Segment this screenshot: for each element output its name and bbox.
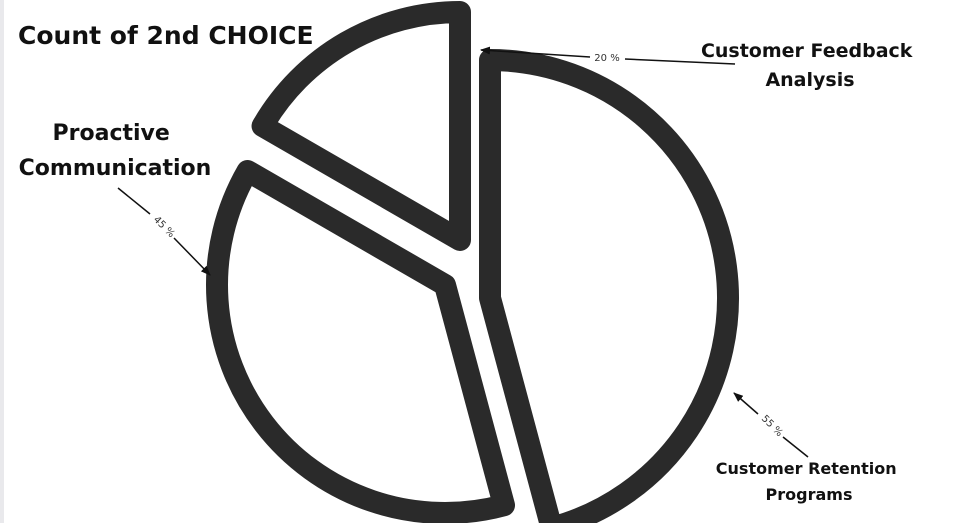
value-label-customer-feedback-analysis: 20 % <box>594 53 619 64</box>
leader-line-customer-retention-programs <box>782 436 809 458</box>
slice-customer-retention-programs <box>479 49 739 527</box>
leader-arrow-customer-retention-programs <box>733 392 759 415</box>
value-label-customer-retention-programs: 55 % <box>759 413 785 439</box>
leader-arrow-proactive-communication <box>173 237 211 276</box>
slice-proactive-communication <box>206 160 516 524</box>
value-label-proactive-communication: 45 % <box>151 214 177 240</box>
pie-slices <box>206 1 739 527</box>
slice-label-customer-feedback-analysis: Customer Feedback Analysis <box>701 40 919 91</box>
leader-line-proactive-communication <box>117 187 151 215</box>
slice-label-customer-retention-programs: Customer Retention Programs <box>716 459 902 504</box>
left-edge-rule <box>0 0 4 523</box>
slice-label-proactive-communication: Proactive Communication <box>19 121 212 181</box>
leader-line-customer-feedback-analysis <box>624 58 736 65</box>
slice-customer-feedback-analysis <box>251 1 471 251</box>
leader-arrow-customer-feedback-analysis <box>480 46 591 58</box>
chart-title: Count of 2nd CHOICE <box>18 21 314 50</box>
